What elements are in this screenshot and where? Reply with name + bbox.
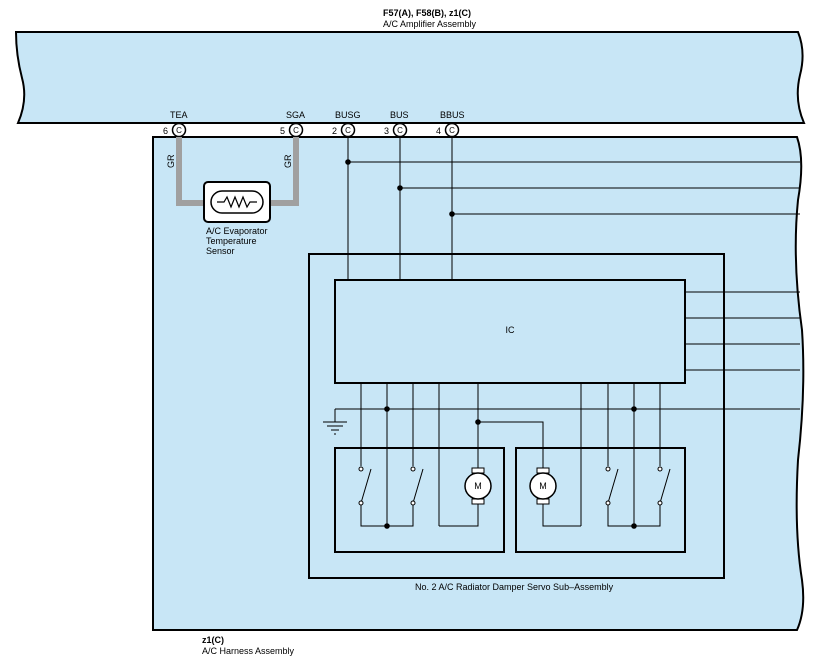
amplifier-name: A/C Amplifier Assembly xyxy=(383,19,477,29)
pin-number-3: 3 xyxy=(384,126,389,136)
pin-connector-letter: C xyxy=(345,126,351,135)
pin-number-4: 4 xyxy=(436,126,441,136)
wire-color-left: GR xyxy=(166,154,176,168)
ground-symbol-icon xyxy=(323,421,347,435)
pin-connector-letter: C xyxy=(449,126,455,135)
pin-number-2: 2 xyxy=(332,126,337,136)
junction-dot xyxy=(345,159,351,165)
motor-icon-right: M xyxy=(529,467,557,505)
motor-return-wire xyxy=(542,504,581,527)
gr-wire-tea xyxy=(176,137,207,206)
sensor-label-line2: Temperature xyxy=(206,236,257,246)
sensor-label-line3: Sensor xyxy=(206,246,235,256)
servo-box-right xyxy=(515,447,686,553)
terminal-label-sga: SGA xyxy=(286,110,305,120)
switch-icon xyxy=(358,466,372,506)
sensor-label-line1: A/C Evaporator xyxy=(206,226,268,236)
motor-return-wire xyxy=(439,504,479,527)
pin-connector-letter: C xyxy=(293,126,299,135)
connector-pin-bus: C xyxy=(392,122,408,138)
junction-dot xyxy=(631,523,637,529)
servo-sub-assembly-label: No. 2 A/C Radiator Damper Servo Sub–Asse… xyxy=(415,582,614,592)
pin-connector-letter: C xyxy=(176,126,182,135)
harness-name: A/C Harness Assembly xyxy=(202,646,295,656)
servo-box-left xyxy=(334,447,505,553)
motor-feed-wire xyxy=(478,421,544,468)
terminal-label-busg: BUSG xyxy=(335,110,361,120)
ic-label: IC xyxy=(506,325,516,335)
pin-number-5: 5 xyxy=(280,126,285,136)
ic-block xyxy=(334,279,686,384)
switch-icon xyxy=(605,466,619,506)
junction-dot xyxy=(397,185,403,191)
motor-icon-left: M xyxy=(464,467,492,505)
connector-pin-bbus: C xyxy=(444,122,460,138)
junction-dot xyxy=(384,523,390,529)
terminal-label-tea: TEA xyxy=(170,110,188,120)
junction-dot xyxy=(449,211,455,217)
evaporator-temperature-sensor xyxy=(203,181,271,223)
switch-icon xyxy=(410,466,424,506)
amplifier-connector-codes: F57(A), F58(B), z1(C) xyxy=(383,8,471,18)
servo-sub-assembly-box xyxy=(308,253,725,579)
pin-number-6: 6 xyxy=(163,126,168,136)
motor-letter: M xyxy=(474,481,482,491)
harness-connector-code: z1(C) xyxy=(202,635,224,645)
motor-letter: M xyxy=(539,481,547,491)
connector-pin-sga: C xyxy=(288,122,304,138)
gr-wire-sga xyxy=(268,137,299,206)
connector-pin-busg: C xyxy=(340,122,356,138)
terminal-label-bus: BUS xyxy=(390,110,409,120)
switch-icon xyxy=(657,466,671,506)
pin-connector-letter: C xyxy=(397,126,403,135)
terminal-label-bbus: BBUS xyxy=(440,110,465,120)
amplifier-assembly-box xyxy=(14,31,806,124)
wire-color-right: GR xyxy=(283,154,293,168)
thermistor-resistor-icon xyxy=(217,195,257,209)
connector-pin-tea: C xyxy=(171,122,187,138)
